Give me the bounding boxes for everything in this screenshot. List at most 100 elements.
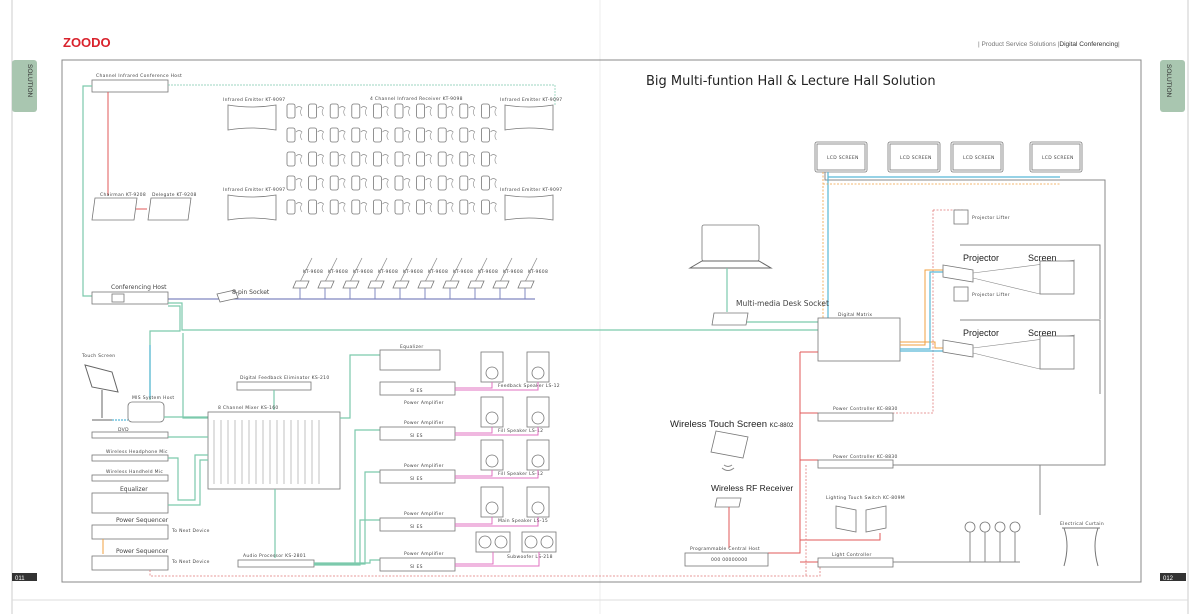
receiver-body — [480, 103, 490, 119]
link-processor-amps — [314, 354, 380, 566]
delegate-microphone: KT-9608 — [492, 257, 523, 299]
page-number-right-bg — [1160, 573, 1186, 581]
speaker-cable — [455, 470, 539, 479]
mic-model-label: KT-9608 — [478, 269, 498, 275]
earphone-icon — [425, 106, 432, 117]
lcd-panel — [952, 143, 1002, 171]
mic-model-label: KT-9608 — [503, 269, 523, 275]
ir-receiver — [416, 103, 432, 119]
mic-gooseneck — [349, 257, 363, 283]
projection-screen — [1039, 335, 1075, 370]
mic-gooseneck — [424, 257, 438, 283]
earphone-icon — [295, 130, 303, 141]
receiver-body — [394, 151, 404, 167]
ir-emitter-label: Infrared Emitter KT-9097 — [500, 97, 562, 103]
earphone-icon — [317, 106, 324, 117]
power-controller-1: Power Controller KC-8830 — [817, 406, 897, 422]
earphone-icon — [338, 202, 346, 213]
socket-label: 8-pin Socket — [232, 289, 270, 296]
receiver-body — [480, 199, 490, 215]
speaker-cable — [455, 382, 539, 391]
speaker-label: Fill Speaker LS-12 — [498, 428, 543, 434]
ir-receiver — [437, 127, 454, 143]
projector-lifter-icon — [953, 286, 969, 302]
conf-host-label: Conferencing Host — [111, 284, 167, 291]
receiver-body — [437, 151, 447, 167]
ir-receiver — [286, 199, 303, 215]
mis-system-host: MIS System Host — [127, 395, 174, 423]
receiver-body — [308, 199, 318, 215]
ir-receiver — [394, 127, 411, 143]
link-control-bus — [768, 351, 881, 563]
breadcrumb-prefix: | Product Service Solutions | — [978, 41, 1060, 48]
receiver-body — [286, 175, 296, 191]
bulb-glass — [979, 521, 991, 533]
mic-base — [417, 280, 435, 289]
earphone-icon — [382, 202, 389, 213]
ir-receiver — [308, 103, 324, 119]
rf-receiver-label: Wireless RF Receiver — [711, 483, 793, 493]
ir-receiver — [437, 151, 454, 167]
emitter-panel — [227, 104, 277, 131]
ir-receiver — [286, 127, 303, 143]
receiver-body — [416, 103, 426, 119]
amp-badge: SI ES — [410, 476, 423, 482]
ir-receiver — [308, 151, 324, 167]
projection-room — [960, 319, 1101, 394]
receiver-body — [416, 127, 426, 143]
receiver-body — [394, 199, 404, 215]
ir-receiver — [480, 199, 497, 215]
earphone-icon — [446, 130, 454, 141]
mic-model-label: KT-9608 — [328, 269, 348, 275]
screen-label: Screen — [1028, 328, 1057, 338]
ir-receiver-label: 4 Channel Infrared Receiver KT-9098 — [370, 96, 463, 102]
ir-receiver — [416, 175, 432, 191]
receiver-body — [372, 103, 382, 119]
wireless-touch-label: Wireless Touch Screen KC-8802 — [670, 419, 794, 430]
lcd-screen: LCD SCREEN — [814, 141, 868, 173]
ir-receiver — [351, 127, 368, 143]
amp-label: Power Amplifier — [404, 511, 444, 517]
side-tab-left-label: SOLUTION — [26, 64, 33, 98]
receiver-body — [329, 151, 339, 167]
link-host-green — [82, 85, 92, 297]
earphone-icon — [382, 106, 389, 117]
earphone-icon — [295, 106, 303, 117]
mic-model-label: KT-9608 — [303, 269, 323, 275]
amp-label: Power Amplifier — [404, 400, 444, 406]
receiver-body — [351, 199, 361, 215]
ir-emitter-label: Infrared Emitter KT-9097 — [223, 187, 285, 193]
speaker-pair: Feedback Speaker LS-12 — [455, 351, 560, 391]
breadcrumb-suffix: | — [1118, 41, 1120, 48]
link-host-mixer — [182, 333, 208, 419]
earphone-icon — [338, 154, 346, 165]
earphone-icon — [403, 130, 411, 141]
link-wireless-eq — [168, 454, 208, 506]
receiver-body — [308, 127, 318, 143]
bulb-glass — [1009, 521, 1021, 533]
lighting-touch-switch: Lighting Touch Switch KC-809M — [826, 495, 905, 533]
mic-gooseneck — [474, 257, 488, 283]
laptop — [688, 224, 773, 269]
wireless-headphone-receiver: Wireless Headphone Mic — [91, 449, 169, 462]
emitter-panel — [504, 104, 554, 131]
ir-receiver — [480, 127, 497, 143]
curtain-label: Electrical Curtain — [1060, 521, 1104, 527]
speaker-woofer — [531, 411, 545, 425]
mic-base — [442, 280, 460, 289]
wireless-handheld-receiver: Wireless Handheld Mic — [91, 469, 169, 482]
power-sequencer-1-label: Power Sequencer — [116, 517, 169, 524]
ir-receiver — [459, 175, 476, 191]
earphone-icon — [295, 178, 303, 189]
digital-matrix: Digital Matrix — [817, 312, 901, 362]
ir-receiver — [329, 151, 346, 167]
ir-emitter: Infrared Emitter KT-9097 — [223, 97, 285, 131]
receiver-body — [459, 175, 469, 191]
receiver-body — [351, 151, 361, 167]
speaker-woofer — [531, 366, 545, 380]
link-lcd-power — [824, 172, 1106, 515]
earphone-icon — [317, 130, 324, 141]
